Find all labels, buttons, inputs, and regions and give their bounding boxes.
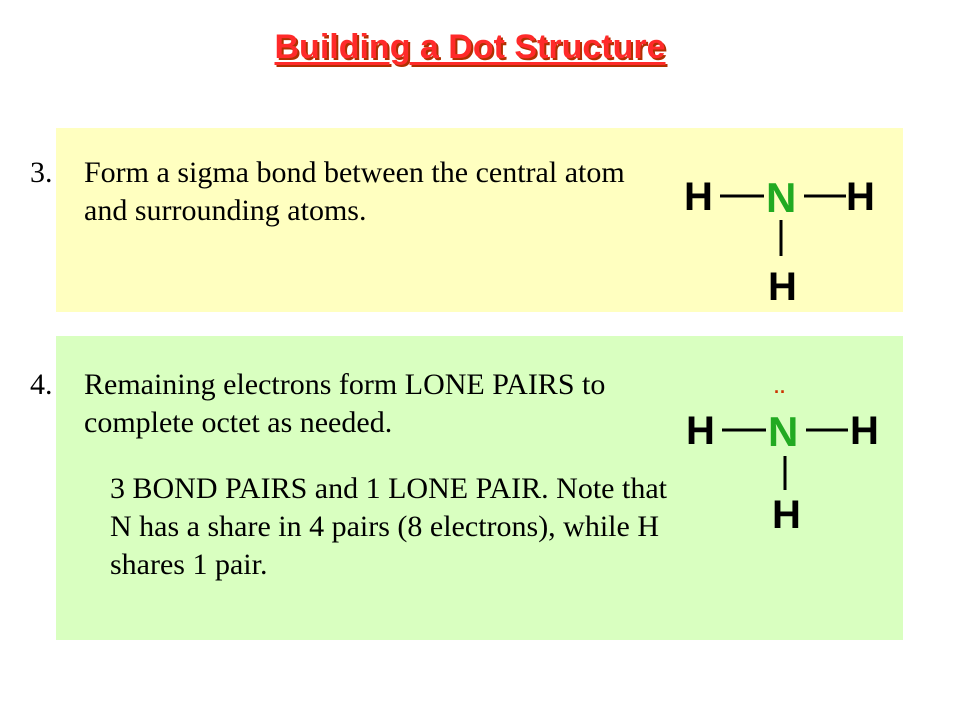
hydrogen-left: H bbox=[684, 175, 713, 219]
step4-text: Remaining electrons form LONE PAIRS to c… bbox=[84, 368, 606, 439]
step4-number: 4. bbox=[30, 368, 53, 401]
hydrogen-bottom: H bbox=[772, 493, 801, 536]
slide-title: Building a Dot Structure bbox=[274, 28, 666, 66]
hydrogen-right: H bbox=[846, 175, 875, 219]
step3-number: 3. bbox=[30, 156, 53, 189]
nh3-lone-pair-diagram: ·· H N H H bbox=[686, 382, 879, 536]
hydrogen-left: H bbox=[686, 409, 715, 453]
step4-note: 3 BOND PAIRS and 1 LONE PAIR. Note that … bbox=[110, 472, 667, 581]
step3-panel bbox=[56, 128, 903, 312]
lone-pair-dots: ·· bbox=[774, 382, 786, 402]
nitrogen-center: N bbox=[766, 174, 796, 221]
hydrogen-bottom: H bbox=[768, 265, 797, 309]
step4-panel bbox=[56, 336, 903, 640]
hydrogen-right: H bbox=[850, 409, 879, 453]
nitrogen-center: N bbox=[768, 408, 798, 455]
nh3-sigma-bonds-diagram: H N H H bbox=[684, 174, 875, 309]
step3-text: Form a sigma bond between the central at… bbox=[84, 156, 625, 227]
